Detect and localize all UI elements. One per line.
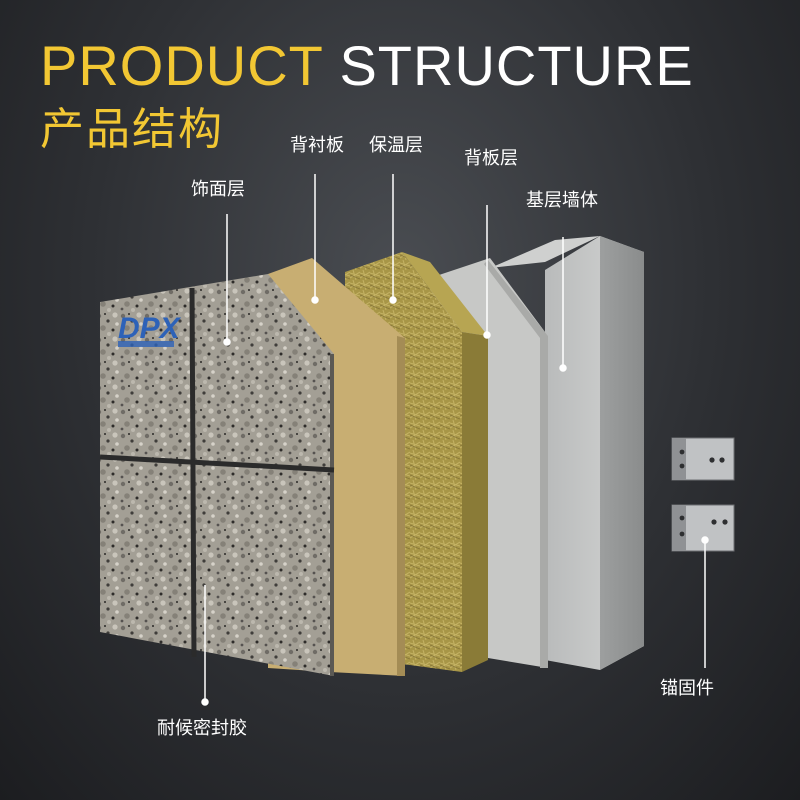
facing-layer: DPX [99,274,335,676]
brand-logo: DPX [118,312,182,345]
anchor-bracket-top [671,437,735,481]
page-title: PRODUCT STRUCTURE [40,38,694,94]
brand-logo-bar [118,341,174,347]
anchor-bracket-bottom [671,504,735,552]
page-subtitle: 产品结构 [40,104,224,155]
label-back-panel: 背板层 [464,148,518,169]
sealant-joint-vertical [189,287,197,658]
label-backing-lining: 背衬板 [290,135,344,156]
label-facing-layer: 饰面层 [191,179,245,200]
pointer-lines [201,174,709,706]
sealant-joint-horizontal [99,454,335,473]
base-wall-layer [490,236,644,670]
label-anchor: 锚固件 [660,678,714,699]
label-insulation: 保温层 [369,135,423,156]
label-sealant: 耐候密封胶 [157,718,247,739]
title-structure: STRUCTURE [339,34,694,97]
label-base-wall: 基层墙体 [526,190,598,211]
title-product: PRODUCT [40,34,323,97]
